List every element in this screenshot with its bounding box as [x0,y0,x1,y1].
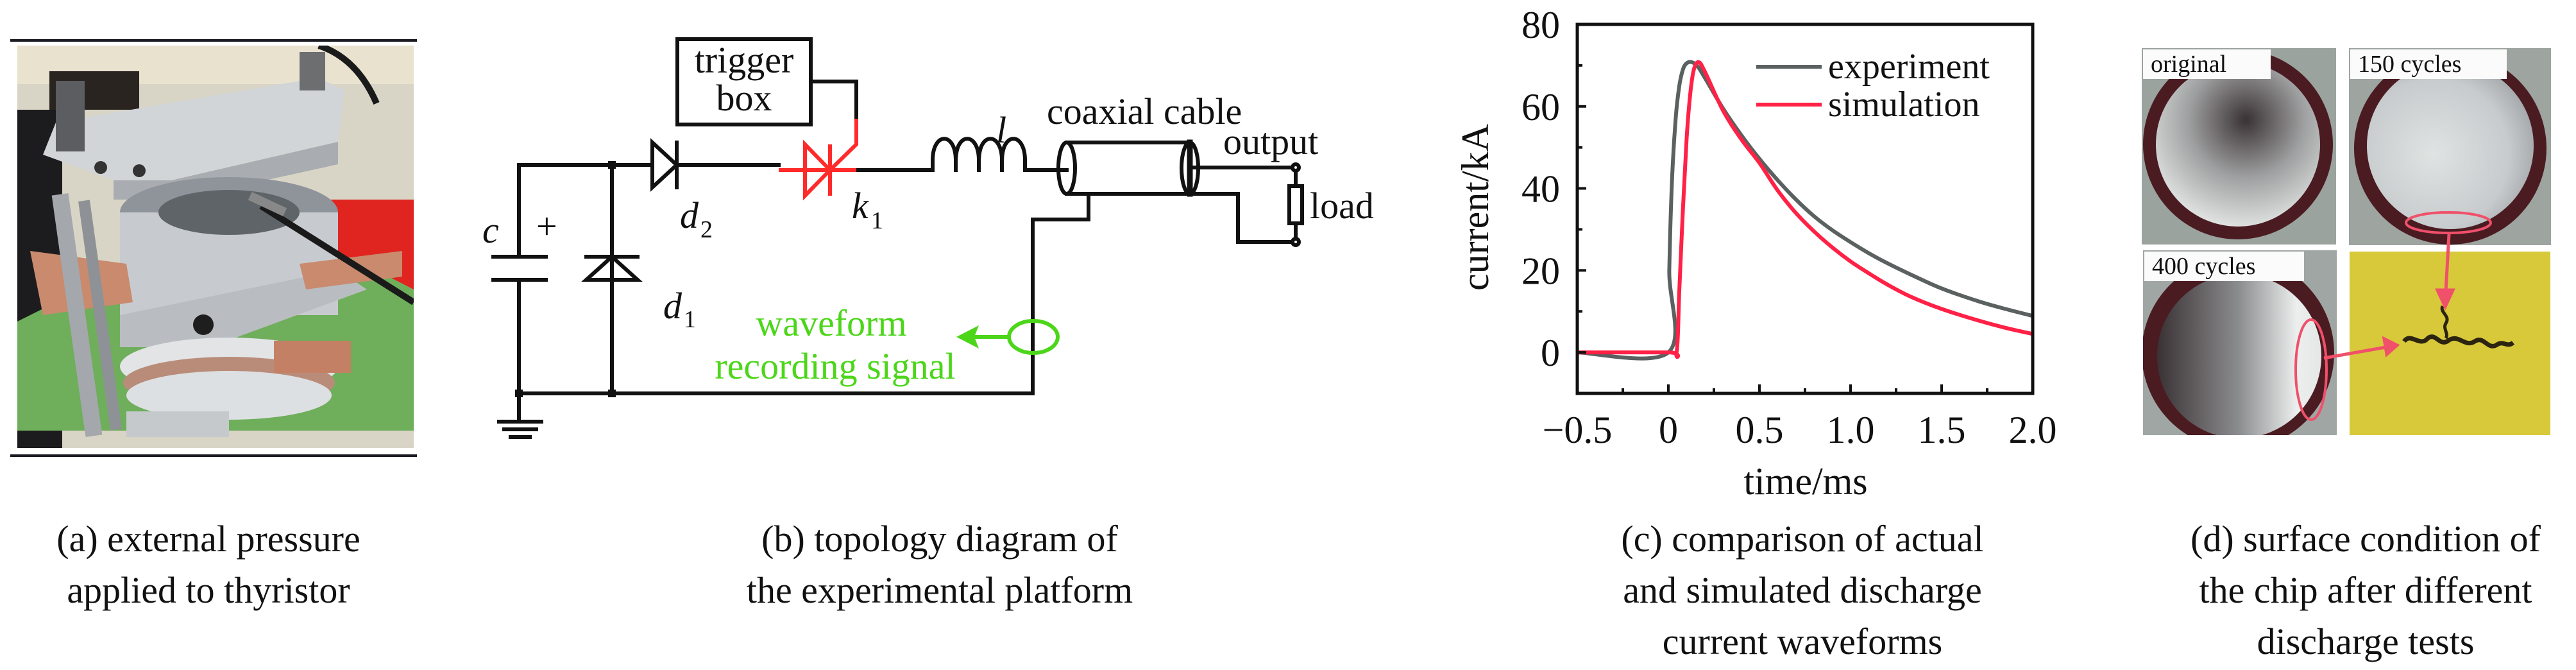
series-line-experiment [1577,60,2033,361]
label-capacitor: c [482,209,499,251]
caption-line: and simulated discharge [1623,569,1982,611]
caption-line: (b) topology diagram of [761,518,1118,560]
label-d2: d [680,194,699,236]
chip-microscope-image [2350,252,2550,435]
crack-mark [2440,305,2449,339]
junction-dot [515,390,523,397]
label-k1-sub: 1 [871,207,883,234]
caption-line: (d) surface condition of [2190,518,2541,560]
label-signal-line2: recording signal [715,345,955,387]
label-load: load [1310,185,1374,227]
chip-label-150-cycles: 150 cycles [2350,49,2507,79]
caption-line: (a) external pressure [56,518,360,560]
panel-d-caption: (d) surface condition of the chip after … [2155,513,2576,667]
caption-line: applied to thyristor [67,569,350,611]
y-tick-label: 80 [1521,4,1560,46]
wire-coax-to-return [1031,192,1090,395]
junction-dot [608,390,616,397]
y-tick-label: 0 [1541,332,1560,374]
defect-highlight-ellipse [2294,318,2328,421]
panel-a-bottom-rule [10,454,417,457]
label-output: output [1223,121,1318,162]
label-trigger-line2: box [716,77,772,119]
output-terminal-bottom [1291,237,1301,247]
label-inductor: l [996,109,1006,151]
caption-line: current waveforms [1662,621,1943,662]
inductor-l [931,137,1069,172]
discharge-current-chart: −0.5 0 0.5 1.0 1.5 2.0 0 20 40 60 80 experiment si… [1454,4,2057,502]
chip-label-400-cycles: 400 cycles [2144,252,2304,281]
chip-label-original: original [2143,49,2271,79]
output-terminal-top [1291,162,1301,173]
panel-a-caption: (a) external pressure applied to thyrist… [13,513,404,616]
label-k1: k [852,185,869,227]
label-trigger-line1: trigger [695,39,794,81]
caption-line: the chip after different [2199,569,2532,611]
chip-wafer-illustration [2354,52,2546,245]
chip-wafer-illustration [2143,49,2333,239]
crack-micrograph-illustration [2350,252,2550,435]
label-d1-sub: 1 [684,306,696,333]
y-axis-label: current/kA [1454,124,1496,291]
defect-highlight-ellipse [2405,211,2492,234]
x-tick-label: 0 [1659,409,1678,451]
chip-image-400-cycles: 400 cycles [2143,250,2337,435]
y-tick-label: 40 [1521,168,1560,210]
caption-line: discharge tests [2257,621,2475,662]
label-d2-sub: 2 [700,216,713,243]
label-coaxial-cable: coaxial cable [1047,90,1242,132]
x-tick-label: 0.5 [1736,409,1784,451]
label-d1: d [663,285,682,327]
x-tick-label: 1.5 [1918,409,1966,451]
chip-image-150-cycles: 150 cycles [2349,48,2551,245]
arrow-head-icon [2382,336,2400,357]
thyristor-photo-illustration [17,46,414,448]
caption-line: (c) comparison of actual [1621,518,1984,560]
diode-d1-triangle [581,253,643,282]
load-resistor [1287,184,1304,225]
legend-label-experiment: experiment [1828,47,1990,87]
thyristor-k1 [779,119,858,201]
chip-image-original: original [2142,48,2336,245]
series-line-simulation [1577,60,2033,359]
thyristor-pressure-photo [17,46,414,448]
diode-d2-triangle [650,138,680,192]
wire-output-shield [1188,192,1298,244]
panel-c-caption: (c) comparison of actual and simulated d… [1584,513,2021,667]
junction-dot [608,161,616,169]
panel-a-top-rule [10,39,417,42]
caption-line: the experimental platform [746,569,1133,611]
label-polarity: + [536,205,557,247]
wire-trigger [809,80,858,121]
legend-label-simulation: simulation [1828,85,1979,125]
topology-circuit-diagram: c + d 2 d 1 k 1 l trigger box coaxial ca… [482,37,1374,439]
signal-arrow-icon [956,325,979,348]
current-probe [972,319,1060,355]
panel-b-caption: (b) topology diagram of the experimental… [712,513,1167,616]
y-tick-label: 60 [1521,86,1560,128]
arrow-head-icon [2435,288,2455,311]
x-tick-label: 2.0 [2009,409,2057,451]
x-axis-label: time/ms [1743,460,1867,502]
label-signal-line1: waveform [756,302,906,344]
chip-wafer-illustration [2143,257,2334,435]
arrow-line [2323,345,2390,360]
x-tick-label: −0.5 [1543,409,1613,451]
panel-d-arrows [2323,234,2455,360]
x-tick-label: 1.0 [1827,409,1875,451]
y-tick-label: 20 [1521,250,1560,292]
crack-mark [2402,334,2515,348]
